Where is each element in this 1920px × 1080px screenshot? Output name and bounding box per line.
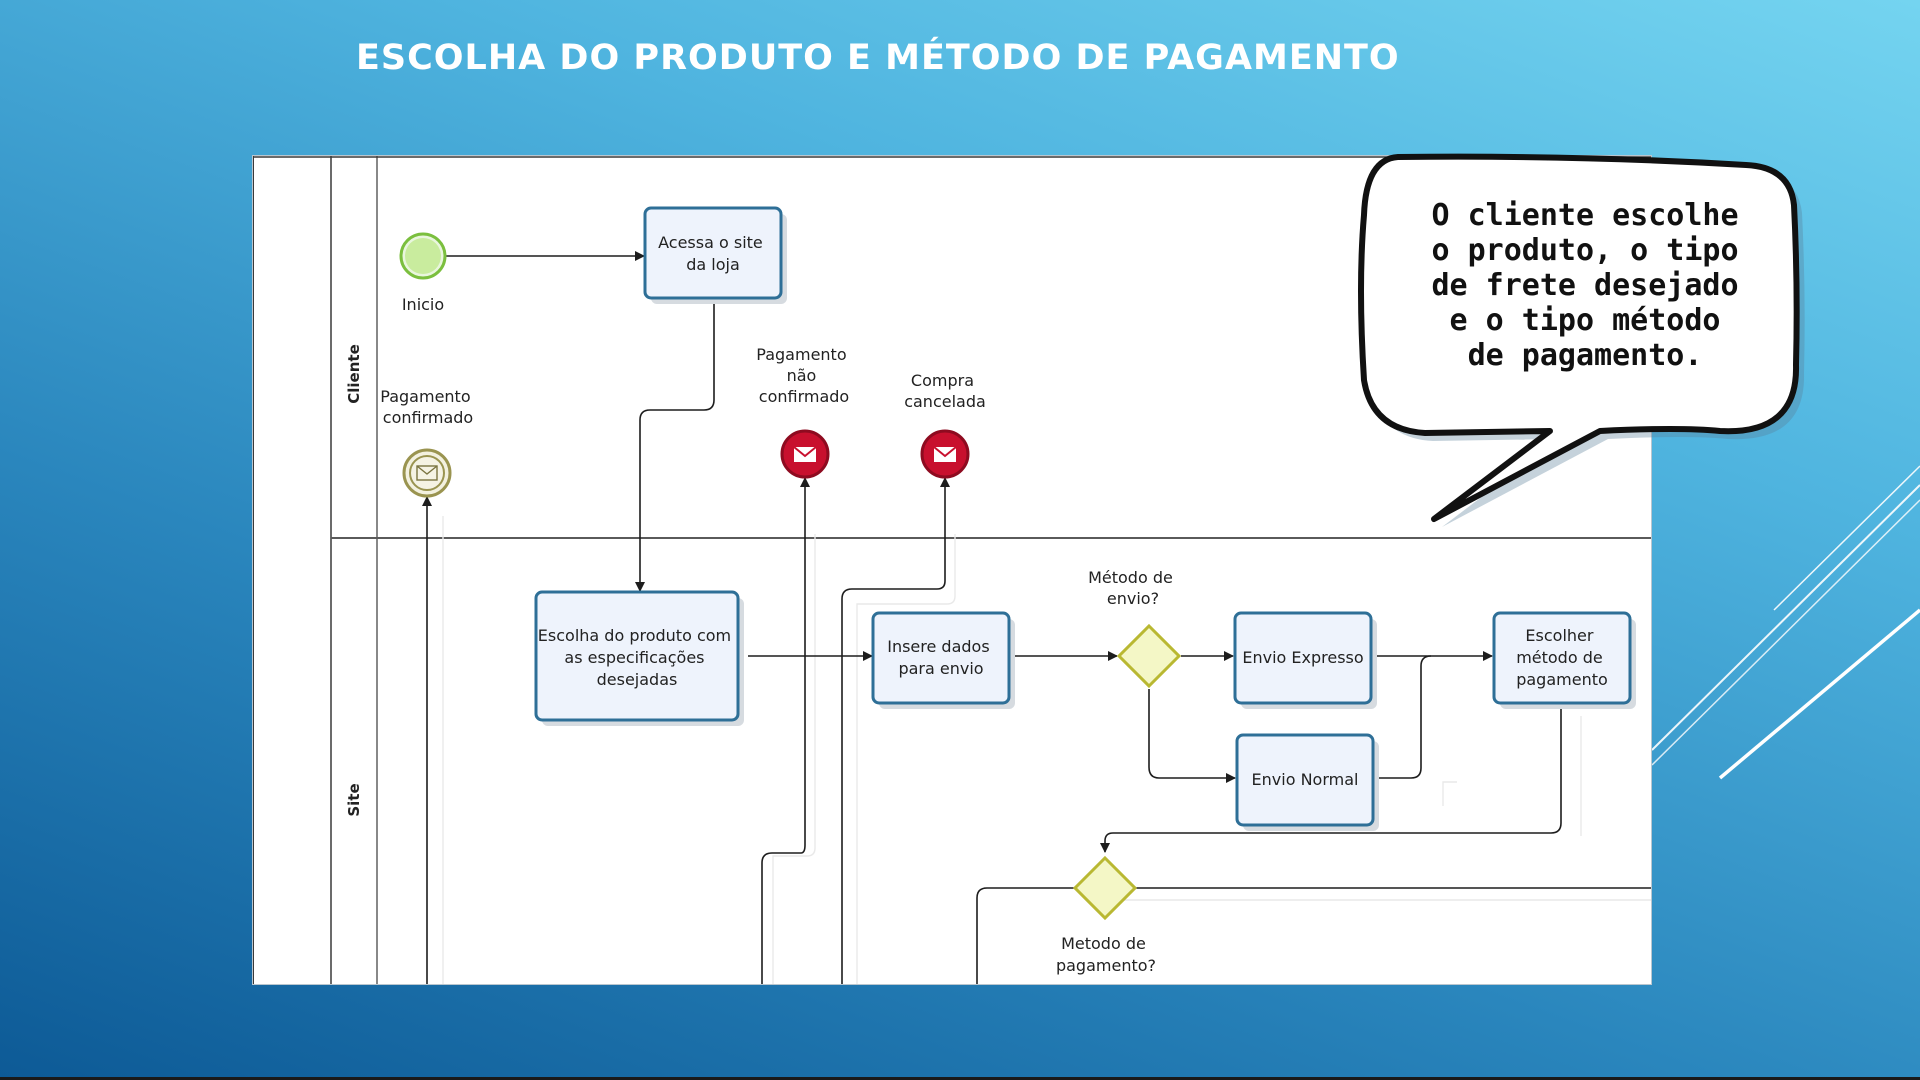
svg-text:Insere dados para envi: Insere dados para envio xyxy=(887,637,995,678)
payment-not-confirmed-event[interactable] xyxy=(780,429,830,479)
gateway-payment-label: Metodo de pagamento? xyxy=(1056,934,1156,975)
speech-bubble xyxy=(1358,153,1805,527)
lane-label-site: Site xyxy=(345,783,363,816)
svg-text:Escolher método de: Escolher método de pagamento xyxy=(1516,626,1608,689)
start-event-label: Inicio xyxy=(402,295,444,314)
slide-title: ESCOLHA DO PRODUTO E MÉTODO DE PAGAMENTO xyxy=(356,38,1400,78)
svg-text:Envio Expresso: Envio Expresso xyxy=(1242,648,1363,667)
task-normal-shipping[interactable]: Envio Normal xyxy=(1235,733,1379,831)
gateway-payment-method[interactable] xyxy=(1072,855,1138,921)
callout-line: o produto, o tipo xyxy=(1431,233,1739,268)
payment-confirmed-label: Pagamento confirmado xyxy=(380,387,475,427)
callout-line: de frete desejado xyxy=(1431,268,1739,303)
svg-text:Envio Normal: Envio Normal xyxy=(1252,770,1359,789)
callout-line: e o tipo método xyxy=(1449,303,1721,338)
shadow-edges xyxy=(442,516,1651,984)
sequence-flows xyxy=(422,251,1651,984)
task-access-site[interactable]: Acessa o site da loja xyxy=(643,206,787,304)
bottom-bar xyxy=(0,1077,1920,1080)
svg-text:Acessa o site da loja: Acessa o site da loja xyxy=(658,233,768,274)
task-choose-product[interactable]: Escolha do produto com as especificações… xyxy=(534,590,744,726)
payment-confirmed-event[interactable] xyxy=(402,448,452,498)
payment-not-confirmed-label: Pagamento não confirmado xyxy=(756,345,851,406)
svg-text:Escolha do produto com: Escolha do produto com as especificações… xyxy=(538,626,736,689)
gateway-shipping-label: Método de envio? xyxy=(1088,568,1178,608)
callout-line: de pagamento. xyxy=(1467,338,1703,373)
decorative-lines xyxy=(1651,465,1920,780)
callout-text: O cliente escolhe o produto, o tipo de f… xyxy=(1400,198,1770,373)
start-event[interactable] xyxy=(399,232,447,280)
gateway-shipping-method[interactable] xyxy=(1116,623,1182,689)
task-insert-data[interactable]: Insere dados para envio xyxy=(871,611,1015,709)
purchase-cancelled-event[interactable] xyxy=(920,429,970,479)
task-express-shipping[interactable]: Envio Expresso xyxy=(1233,611,1377,709)
purchase-cancelled-label: Compra cancelada xyxy=(904,371,986,411)
lane-label-cliente: Cliente xyxy=(345,344,363,404)
callout-line: O cliente escolhe xyxy=(1431,198,1739,233)
task-choose-payment-method[interactable]: Escolher método de pagamento xyxy=(1492,611,1636,709)
